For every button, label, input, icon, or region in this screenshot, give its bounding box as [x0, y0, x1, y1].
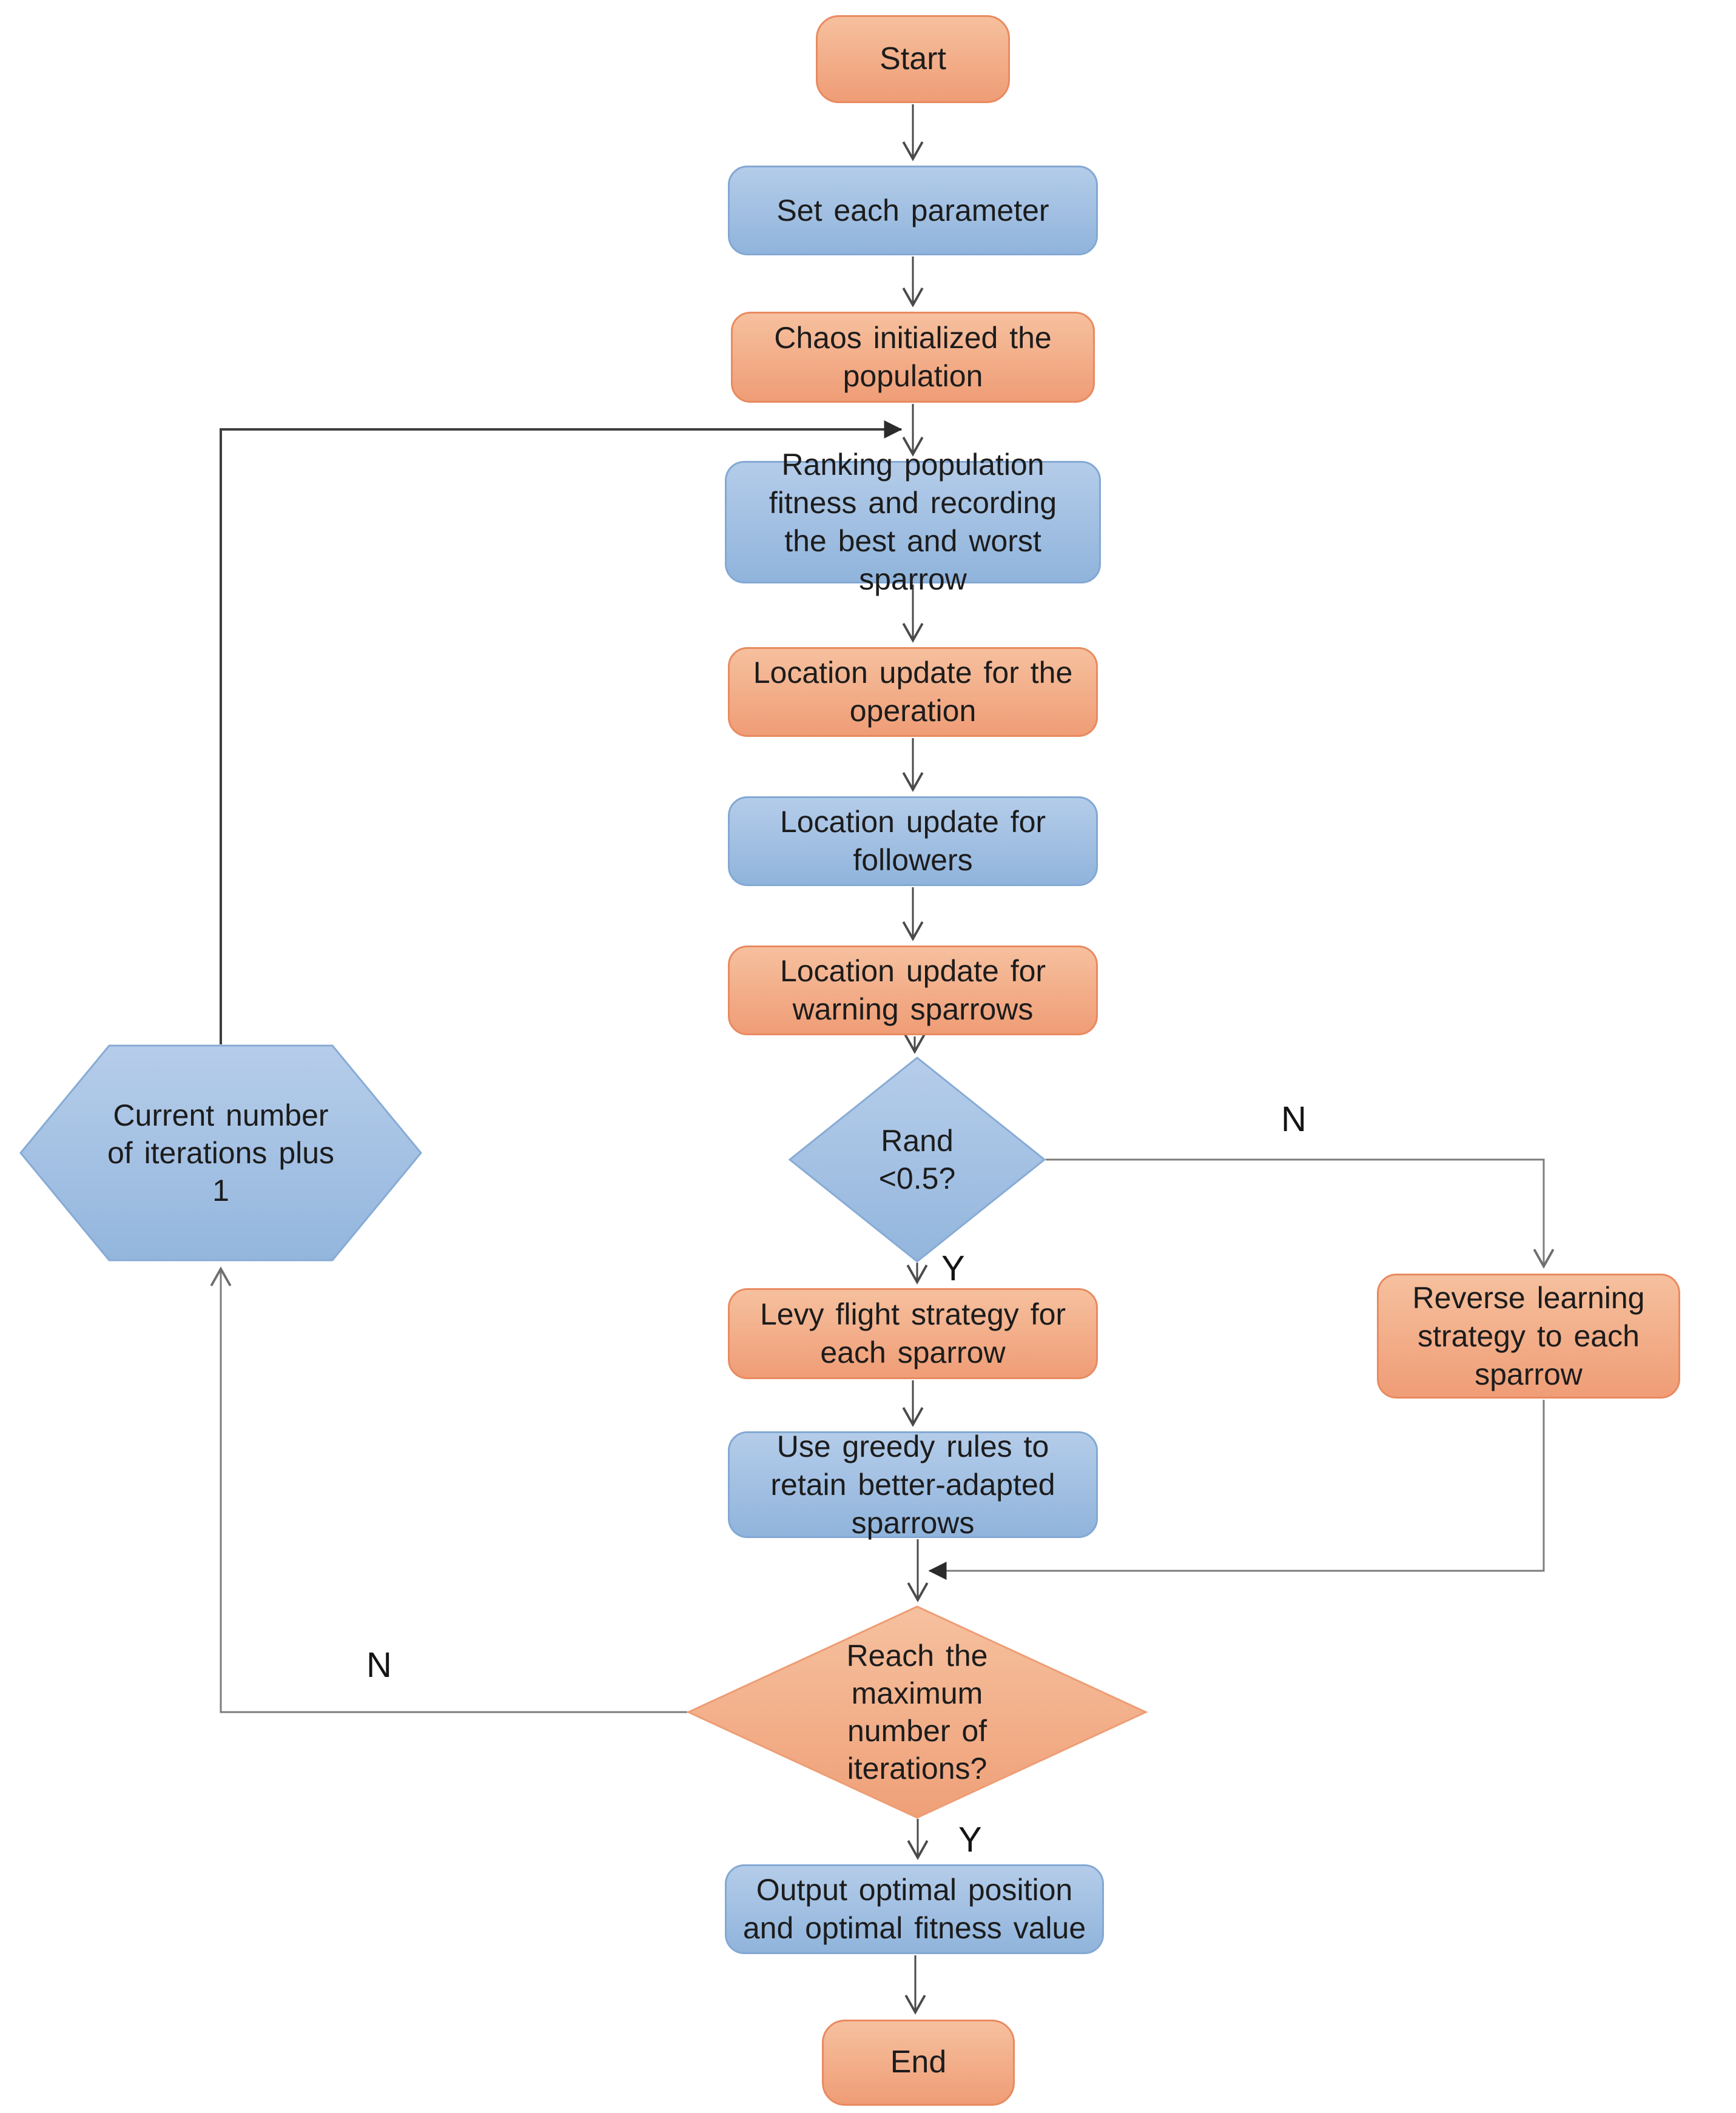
label-rand-no: N	[1281, 1100, 1307, 1139]
node-start-label: Start	[880, 41, 946, 76]
node-chaos-init: Chaos initialized the population	[731, 312, 1095, 403]
node-reverse-learning-label: Reverse learning strategy to each sparro…	[1412, 1280, 1645, 1391]
node-location-update-warning: Location update for warning sparrows	[728, 946, 1098, 1035]
iteration-increment-label: Current number of iterations plus 1	[107, 1098, 335, 1208]
node-location-update-producers-label: Location update for the operation	[753, 656, 1073, 728]
reach-max-label: Reach the maximum number of iterations?	[846, 1639, 988, 1785]
rand-decision-shape	[788, 1056, 1046, 1263]
node-chaos-init-label: Chaos initialized the population	[774, 321, 1052, 393]
node-ranking-fitness: Ranking population fitness and recording…	[725, 448, 1101, 596]
edge-rand-no-to-reverse	[1046, 1158, 1555, 1269]
node-ranking-fitness-label: Ranking population fitness and recording…	[769, 448, 1057, 596]
node-greedy-rules-label: Use greedy rules to retain better-adapte…	[770, 1429, 1055, 1540]
node-location-update-followers: Location update for followers	[728, 796, 1098, 886]
node-output-optimal: Output optimal position and optimal fitn…	[725, 1864, 1104, 1954]
label-rand-yes: Y	[941, 1249, 965, 1288]
node-set-parameters: Set each parameter	[728, 166, 1098, 255]
node-location-update-warning-label: Location update for warning sparrows	[779, 954, 1046, 1026]
reach-max-decision-shape	[686, 1605, 1148, 1819]
node-levy-flight: Levy flight strategy for each sparrow	[728, 1288, 1098, 1379]
edge-reach-no-to-increment	[210, 1266, 687, 1713]
node-reverse-learning: Reverse learning strategy to each sparro…	[1377, 1274, 1680, 1399]
iteration-increment-hexagon	[19, 1044, 422, 1261]
node-greedy-rules: Use greedy rules to retain better-adapte…	[728, 1429, 1098, 1540]
label-reach-no: N	[366, 1645, 392, 1685]
node-end-label: End	[890, 2044, 947, 2080]
node-output-optimal-label: Output optimal position and optimal fitn…	[742, 1873, 1086, 1945]
node-levy-flight-label: Levy flight strategy for each sparrow	[759, 1297, 1066, 1369]
rand-decision-label: Rand <0.5?	[878, 1124, 956, 1195]
node-set-parameters-label: Set each parameter	[776, 193, 1049, 227]
label-reach-yes: Y	[958, 1820, 982, 1859]
edge-reverse-merge	[928, 1400, 1545, 1580]
node-location-update-producers: Location update for the operation	[728, 647, 1098, 737]
node-start: Start	[816, 15, 1010, 103]
node-end: End	[822, 2020, 1015, 2106]
node-location-update-followers-label: Location update for followers	[779, 805, 1046, 877]
edge-loop-return	[220, 420, 903, 1044]
